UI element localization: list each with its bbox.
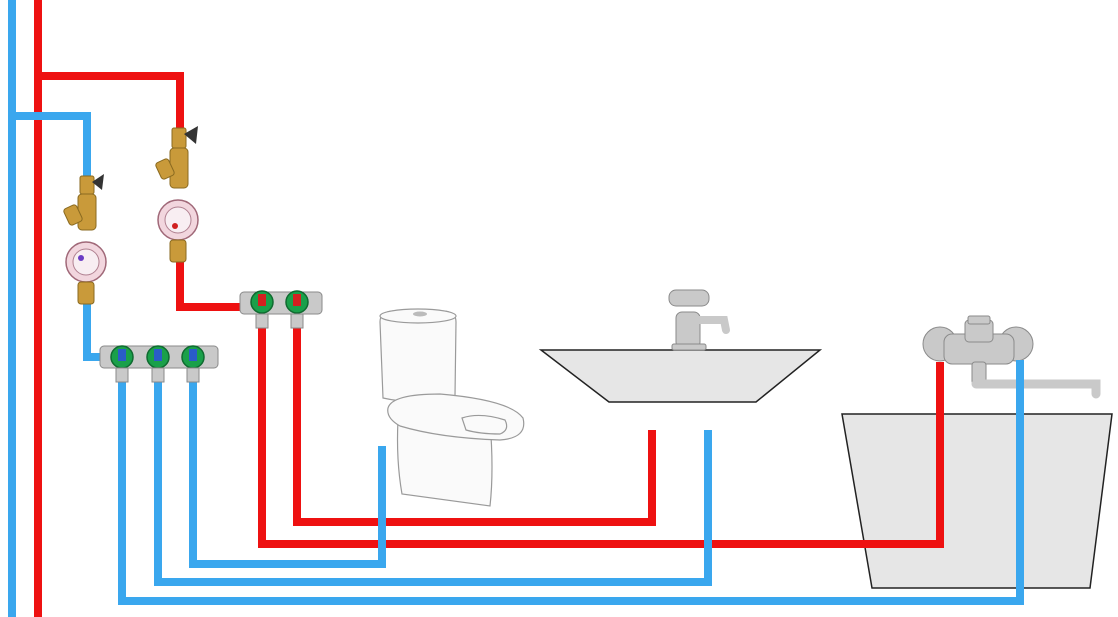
hot-line-bathtub <box>258 328 944 548</box>
washbasin <box>538 289 823 403</box>
hot-manifold <box>239 290 323 329</box>
cold-valve-2 <box>146 345 170 383</box>
hot-line-washbasin <box>293 328 656 526</box>
butterfly-valve-icon <box>171 126 198 149</box>
cold-line-washbasin <box>154 382 712 586</box>
cold-valve-1 <box>110 345 134 383</box>
hot-supply-to-meter <box>38 72 184 130</box>
hot-water-meter <box>155 126 199 263</box>
butterfly-valve-icon <box>79 174 104 195</box>
cold-valve-3 <box>181 345 205 383</box>
y-strainer-icon <box>63 193 97 231</box>
hot-valve-2 <box>285 290 309 329</box>
cold-line-bathtub <box>118 360 1024 605</box>
hot-meter-to-manifold <box>176 262 242 311</box>
cold-meter-to-manifold <box>83 304 102 361</box>
cold-manifold <box>99 345 219 383</box>
hot-valve-1 <box>250 290 274 329</box>
cold-water-meter <box>63 174 107 305</box>
washbasin-bowl <box>538 349 823 403</box>
toilet-base <box>396 419 493 507</box>
toilet <box>379 308 525 507</box>
bathtub-body <box>841 413 1113 589</box>
cold-line-toilet <box>189 382 386 568</box>
y-strainer-icon <box>155 147 189 189</box>
basin-faucet-icon <box>668 289 730 351</box>
cold-supply-to-meter <box>12 112 91 178</box>
toilet-tank <box>379 310 457 403</box>
pipe-network <box>8 0 1024 617</box>
bath-mixer-icon <box>922 315 1101 399</box>
